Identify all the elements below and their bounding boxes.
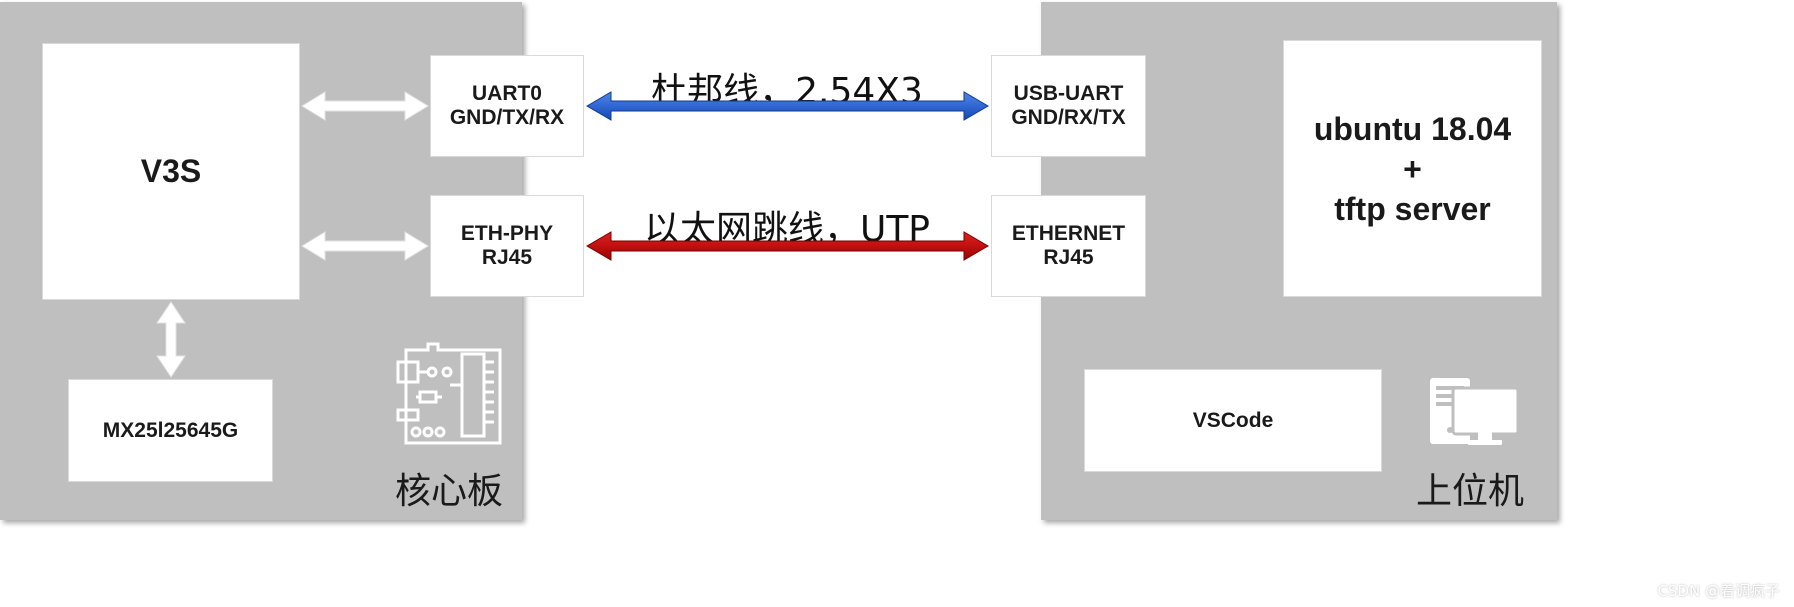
uart0-box: UART0 GND/TX/RX [430, 55, 584, 157]
plus-label: + [1403, 150, 1422, 187]
vscode-label: VSCode [1192, 408, 1274, 432]
os-label: ubuntu 18.04 [1313, 110, 1512, 147]
v3s-label: V3S [140, 153, 202, 189]
core-board-caption: 核心板 [395, 471, 504, 512]
ethernet-label: ETHERNET [1011, 222, 1126, 245]
ethernet-box: ETHERNET RJ45 [991, 195, 1146, 297]
uart0-pins-label: GND/TX/RX [449, 106, 565, 129]
eth-link-arrow [586, 231, 989, 261]
v3s-eth-arrow [301, 231, 429, 261]
flash-box: MX25l25645G [68, 379, 273, 482]
eth-phy-box: ETH-PHY RJ45 [430, 195, 584, 297]
flash-label: MX25l25645G [102, 418, 239, 442]
uart0-label: UART0 [471, 82, 542, 105]
v3s-uart-arrow [301, 91, 429, 121]
usb-uart-pins-label: GND/RX/TX [1011, 106, 1126, 129]
tftp-label: tftp server [1334, 190, 1491, 227]
circuit-board-icon [396, 342, 502, 445]
host-pc-caption: 上位机 [1416, 471, 1525, 512]
eth-phy-label: ETH-PHY [460, 222, 554, 245]
uart-link-arrow [586, 91, 989, 121]
v3s-soc-box: V3S [42, 43, 300, 300]
ubuntu-tftp-box: ubuntu 18.04 + tftp server [1283, 40, 1542, 297]
watermark: CSDN @着调疯子 [1657, 582, 1780, 600]
usb-uart-box: USB-UART GND/RX/TX [991, 55, 1146, 157]
v3s-flash-arrow [156, 301, 186, 378]
desktop-computer-icon [1430, 378, 1520, 445]
vscode-box: VSCode [1084, 369, 1382, 472]
eth-phy-connector-label: RJ45 [481, 246, 533, 269]
usb-uart-label: USB-UART [1013, 82, 1124, 105]
ethernet-connector-label: RJ45 [1043, 246, 1094, 269]
